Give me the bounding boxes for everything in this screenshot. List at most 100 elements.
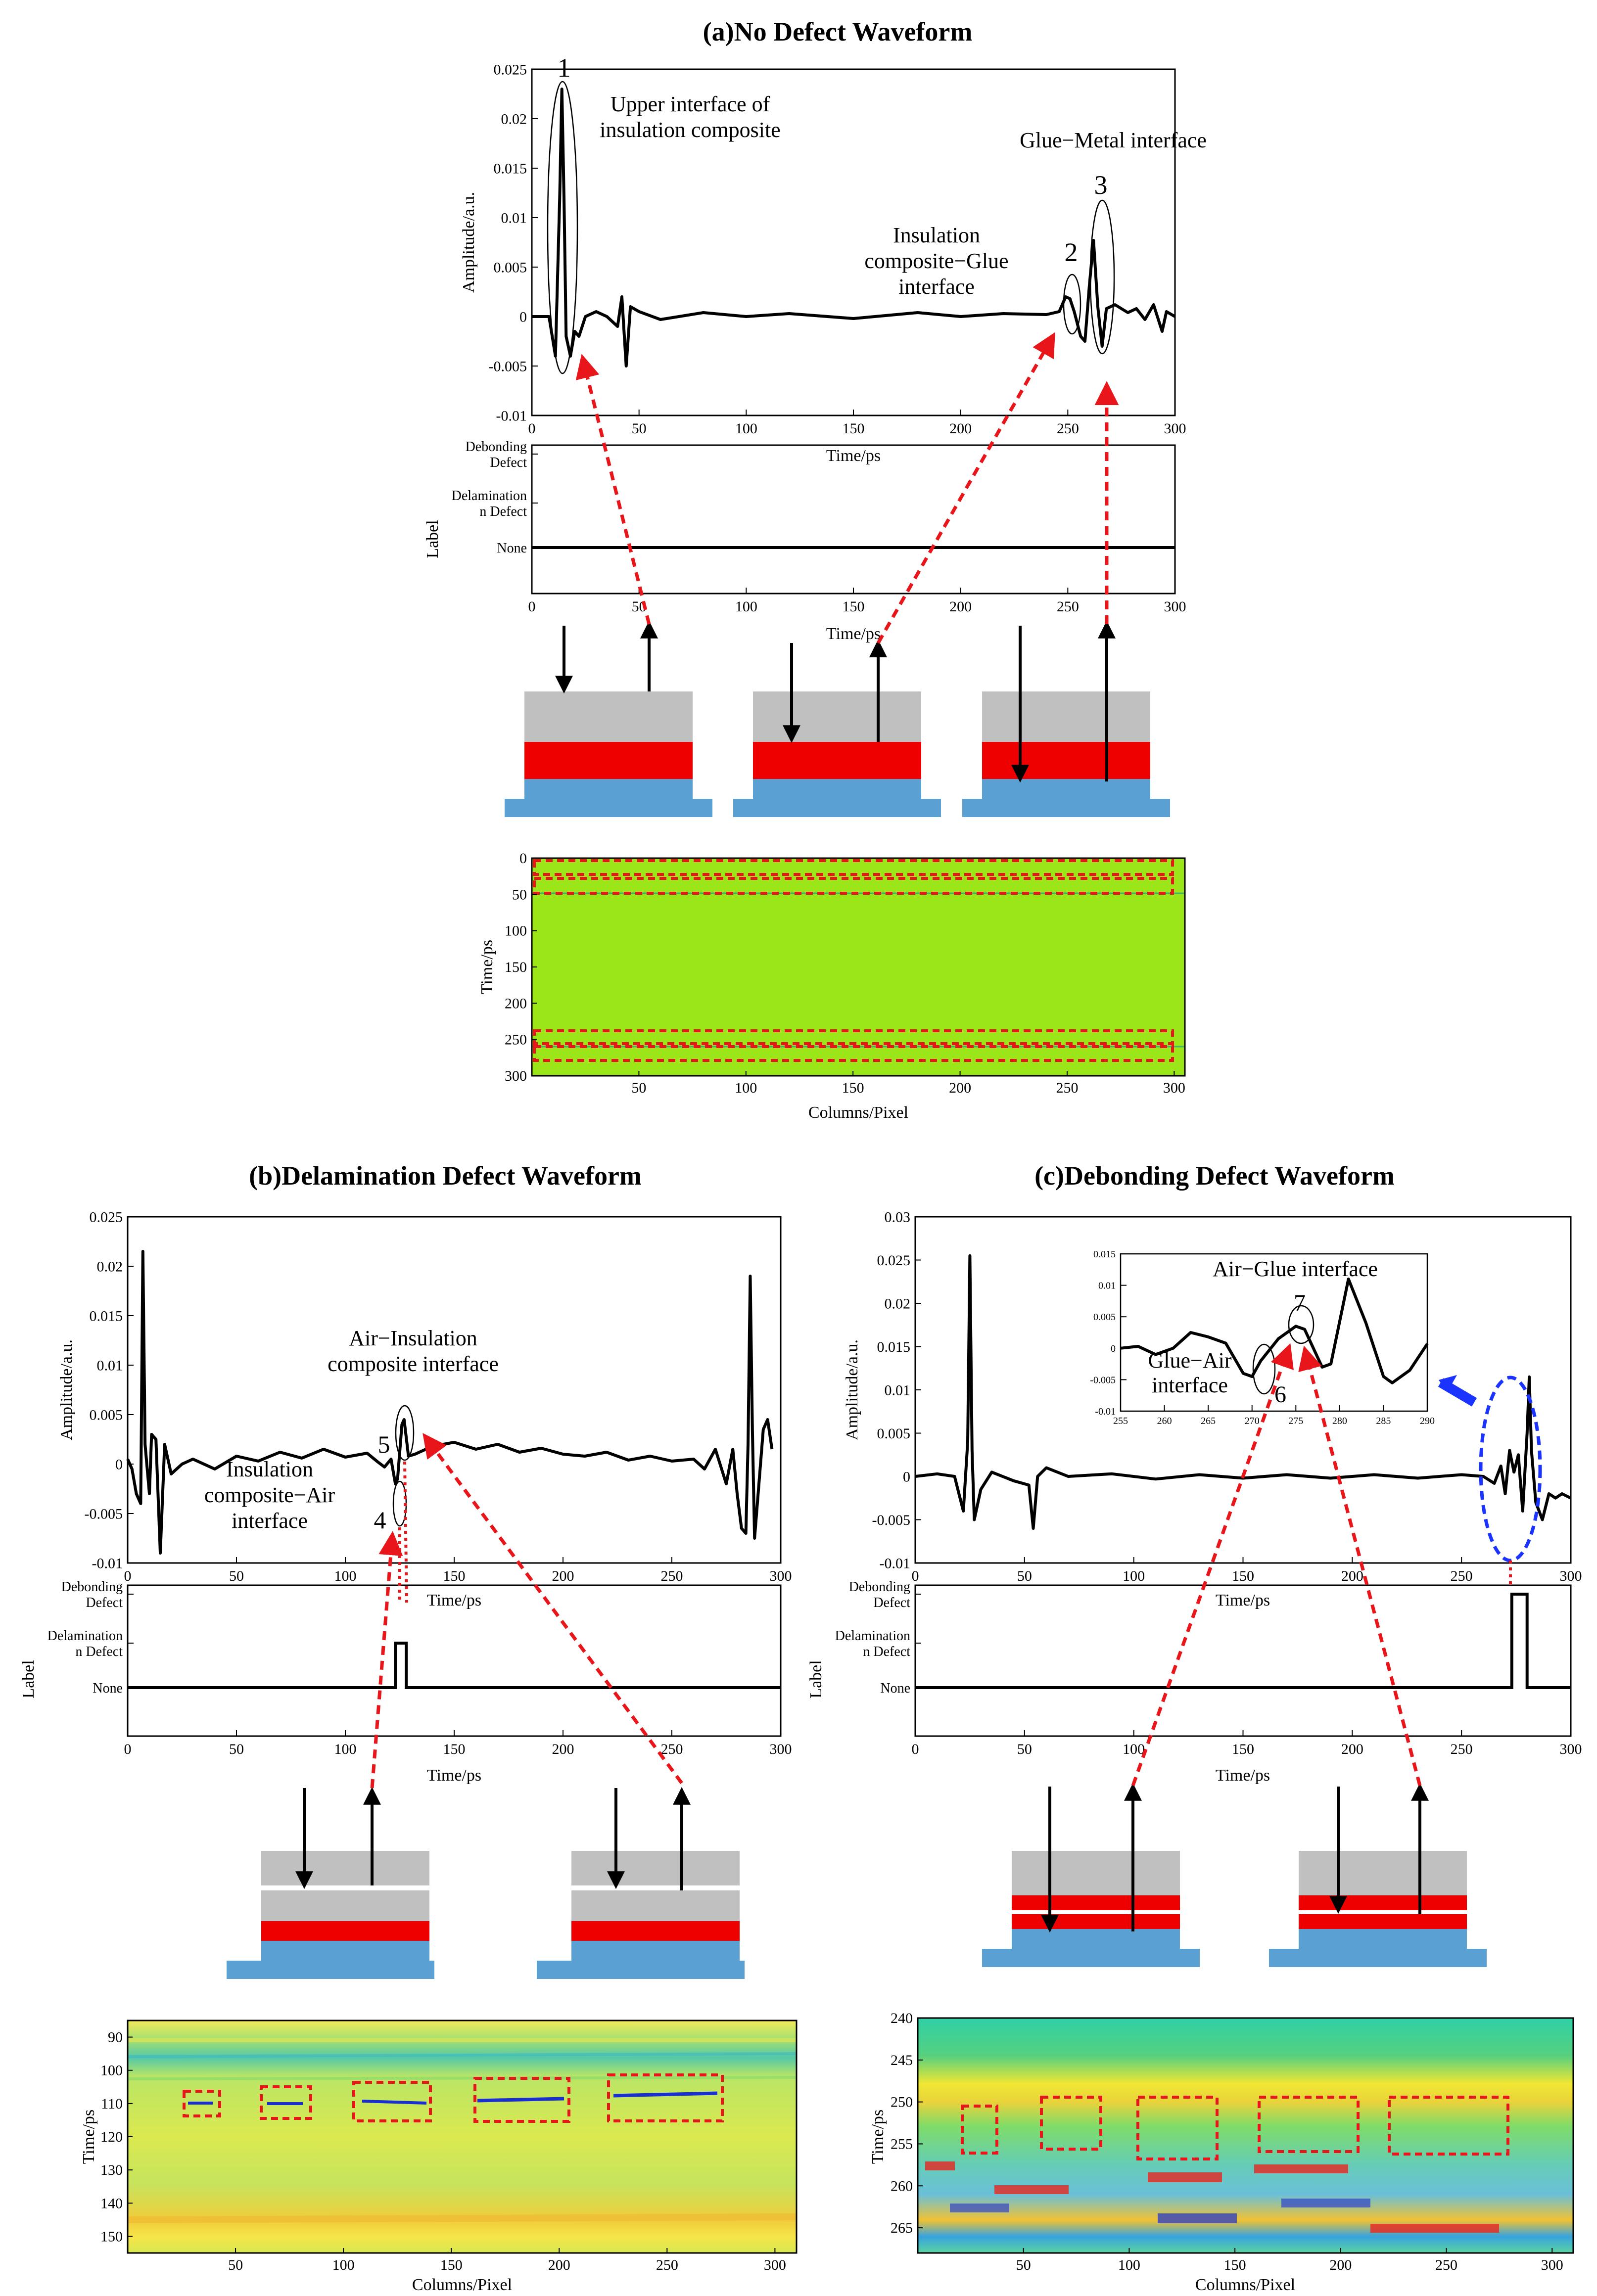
y-tick-label: 140 <box>100 2195 123 2211</box>
annot-ins-air-l3: interface <box>232 1509 308 1533</box>
x-tick-label: 150 <box>843 598 865 615</box>
panel-c-inset-bg <box>1091 1251 1430 1424</box>
x-tick-label: 300 <box>1560 1741 1582 1757</box>
map-blob <box>994 2185 1069 2194</box>
x-tick-label: 250 <box>1056 1080 1078 1096</box>
ellipse-peak-2 <box>1063 274 1081 335</box>
panel-b-label-ylabel: Label <box>19 1660 38 1698</box>
label-category-line: n Defect <box>479 504 527 519</box>
x-tick-label: 200 <box>949 1080 971 1096</box>
panel-c-label-ylabel: Label <box>807 1660 825 1698</box>
layer-blue <box>1299 1929 1467 1949</box>
y-tick-label: 90 <box>108 2029 123 2046</box>
x-tick-label: 250 <box>1435 2257 1457 2273</box>
annot-air-ins-l2: composite interface <box>328 1352 499 1376</box>
annot-ins-air-l2: composite−Air <box>204 1483 335 1507</box>
x-tick-label: 260 <box>1157 1416 1172 1426</box>
map-stripe <box>127 2213 797 2223</box>
layer-diagram-a3 <box>962 620 1170 817</box>
x-tick-label: 300 <box>1163 1080 1185 1096</box>
label-category-line: None <box>497 541 527 556</box>
panel-c-inset-axes <box>1120 1253 1428 1412</box>
map-highlight-box <box>533 877 1174 895</box>
y-tick-label: 0.025 <box>494 62 527 78</box>
x-tick-label: 300 <box>764 2257 786 2273</box>
x-tick-label: 250 <box>1451 1741 1473 1757</box>
x-tick-label: 300 <box>770 1741 792 1757</box>
layer-red <box>982 742 1150 779</box>
x-tick-label: 150 <box>842 1080 864 1096</box>
x-tick-label: 200 <box>949 420 972 437</box>
panel-b-map-stripes <box>127 2038 797 2223</box>
x-tick-label: 100 <box>334 1741 357 1757</box>
layer-base <box>982 1949 1200 1967</box>
x-tick-label: 300 <box>1560 1568 1582 1584</box>
annot-n1: 1 <box>558 53 571 83</box>
x-tick-label: 275 <box>1288 1416 1303 1426</box>
signal-line <box>915 1254 1572 1530</box>
y-tick-label: 110 <box>101 2096 123 2112</box>
x-tick-label: 150 <box>443 1741 466 1757</box>
x-tick-label: 250 <box>661 1568 683 1584</box>
label-category-line: Debonding <box>61 1579 123 1595</box>
layer-red <box>1299 1895 1467 1910</box>
y-tick-label: -0.01 <box>880 1556 911 1572</box>
map-blob <box>1158 2213 1237 2223</box>
x-tick-label: 150 <box>1232 1568 1254 1584</box>
label-line <box>915 1593 1571 1689</box>
annot-ins-glue-l2: composite−Glue <box>864 249 1008 273</box>
annot-ins-glue-l1: Insulation <box>893 223 980 247</box>
map-blob <box>1370 2224 1499 2233</box>
map-highlight-box <box>1258 2096 1360 2153</box>
panel-c-layer-diagrams <box>982 1783 1487 1967</box>
layer-blue <box>1012 1929 1180 1949</box>
annot-glue-air-l2: interface <box>1152 1373 1228 1397</box>
x-tick-label: 0 <box>124 1741 132 1757</box>
map-highlight-box <box>533 1045 1174 1062</box>
label-category-line: None <box>93 1681 123 1696</box>
y-tick-label: 245 <box>891 2052 913 2068</box>
panel-a-map-image <box>532 858 1185 1076</box>
y-tick-label: 150 <box>505 959 527 975</box>
map-highlight-box <box>1388 2096 1509 2156</box>
label-category-line: n Defect <box>863 1644 910 1659</box>
x-tick-label: 100 <box>1118 2257 1140 2273</box>
y-tick-label: 0 <box>519 850 527 867</box>
annot-upper-line1: Upper interface of <box>611 92 770 116</box>
y-tick-label: 250 <box>505 1032 527 1048</box>
layer-gap <box>1299 1910 1467 1914</box>
red-arrow <box>370 1531 403 1789</box>
y-tick-label: 0.01 <box>97 1358 123 1374</box>
annot-n7: 7 <box>1294 1290 1306 1316</box>
y-tick-label: 50 <box>512 886 527 903</box>
map-blob <box>1254 2164 1348 2173</box>
x-tick-label: 290 <box>1420 1416 1435 1426</box>
layer-red <box>753 742 921 779</box>
panel-a-map-ylabel: Time/ps <box>478 940 496 994</box>
y-tick-label: -0.005 <box>85 1506 123 1522</box>
layer-gray <box>1299 1851 1467 1895</box>
layer-diagram-c2 <box>1269 1783 1487 1967</box>
layer-red <box>1012 1914 1180 1929</box>
label-category-line: Delamination <box>452 488 527 504</box>
y-tick-label: 0.005 <box>1093 1312 1116 1323</box>
panel-c-wave-ylabel: Amplitude/a.u. <box>843 1339 861 1440</box>
layer-base <box>505 799 712 817</box>
